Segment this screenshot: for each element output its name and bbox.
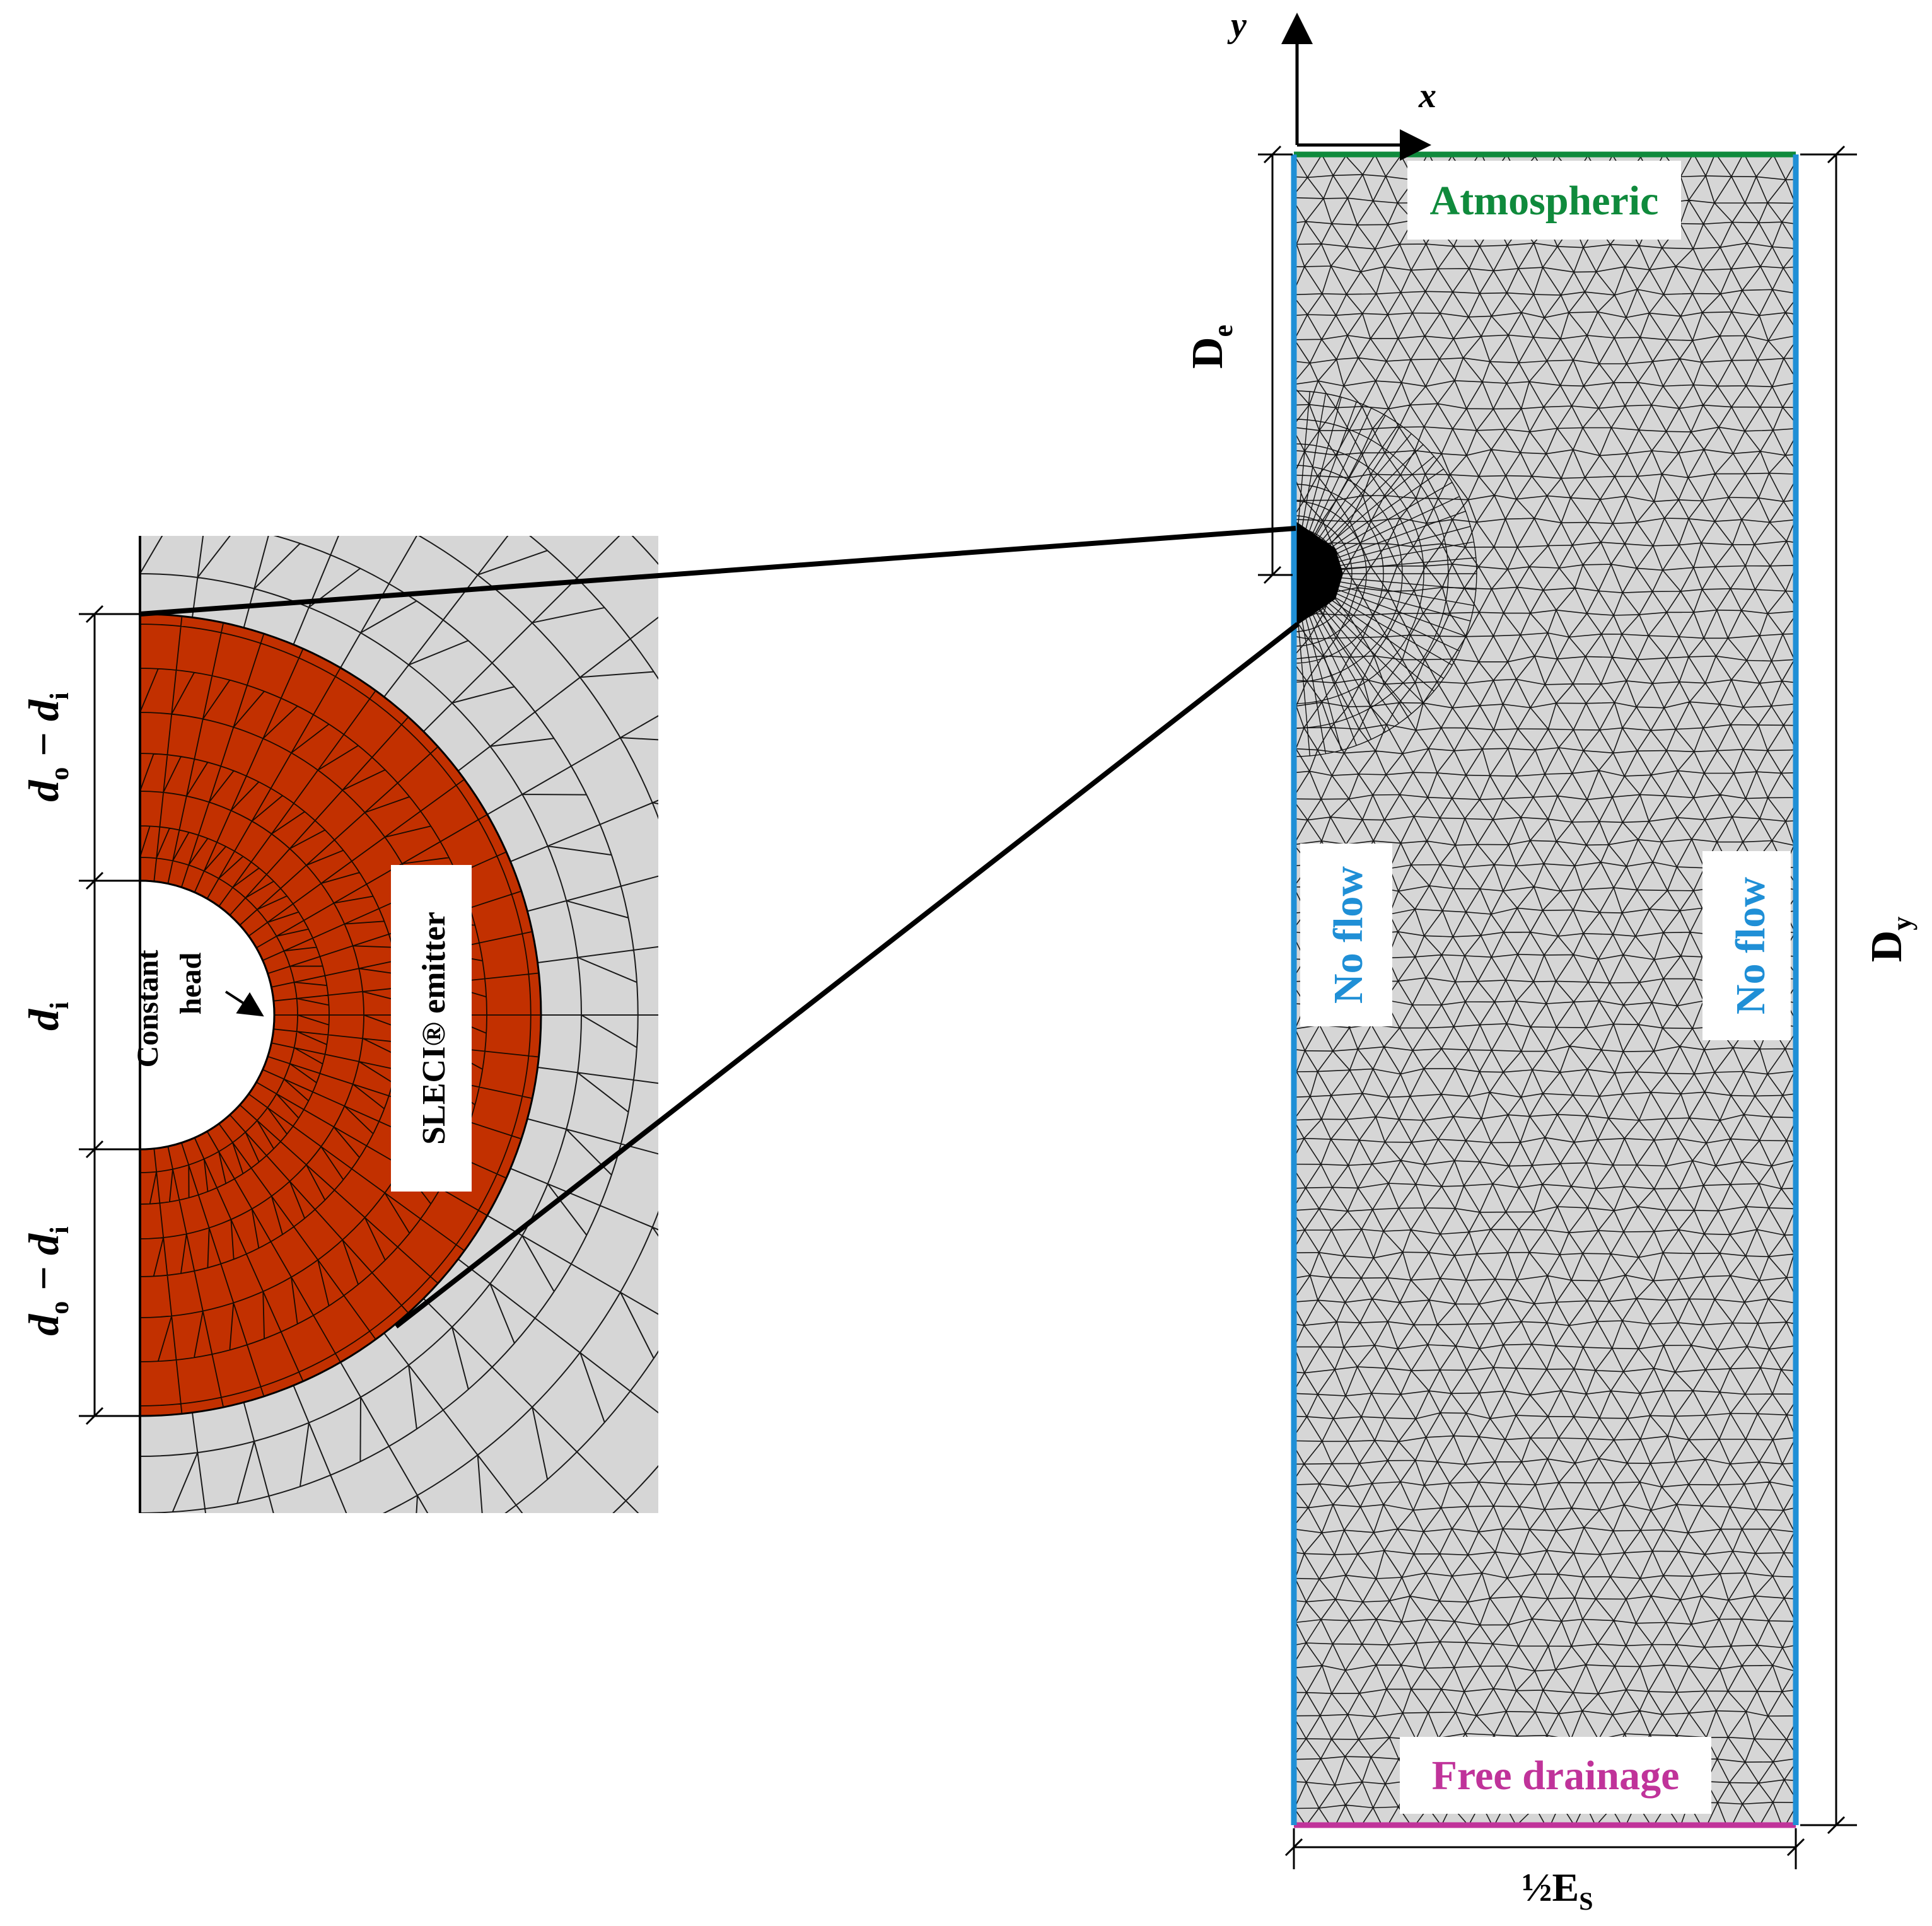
inset-dimension-chain: [79, 605, 140, 1425]
zoom-connector-upper: [139, 526, 1296, 617]
free-drainage-label-box: [1400, 1737, 1711, 1814]
de-dimension: [1258, 145, 1293, 584]
left-no-flow-label: No flow: [1325, 866, 1371, 1004]
emitter-label: SLECI® emitter: [416, 912, 452, 1145]
de-dimension-label: De: [1184, 325, 1238, 369]
dy-dimension: [1800, 145, 1857, 1835]
left-no-flow-label-box: [1300, 844, 1392, 1026]
right-no-flow-label-box: [1702, 851, 1791, 1040]
emitter-label-box: [391, 865, 472, 1192]
dim-upper-label: do − di: [20, 692, 74, 802]
constant-head-label-line1: Constant: [131, 950, 165, 1068]
free-drainage-label: Free drainage: [1432, 1753, 1680, 1799]
emitter-inset: SLECI® emitter Constant head do − di di …: [20, 536, 658, 1513]
emitter-location-marker: [1294, 520, 1343, 627]
inner-bore: [139, 879, 276, 1151]
coordinate-axes: [1281, 13, 1431, 161]
right-no-flow-label: No flow: [1728, 877, 1774, 1014]
constant-head-arrow: [224, 990, 264, 1017]
half-spacing-dimension: [1284, 1828, 1805, 1869]
inset-soil-mesh: [140, 536, 658, 1513]
atmospheric-label: Atmospheric: [1430, 178, 1659, 224]
half-spacing-label: ½ES: [1522, 1865, 1593, 1915]
domain-mesh: [1294, 154, 1796, 1825]
zoom-connector-lower: [394, 622, 1300, 1329]
constant-head-label-line2: head: [174, 952, 207, 1014]
simulation-domain: Atmospheric Free drainage No flow No flo…: [1291, 151, 1799, 1828]
y-axis-label: y: [1227, 6, 1247, 45]
dim-lower-label: do − di: [20, 1226, 74, 1336]
dim-middle-label: di: [20, 1002, 74, 1031]
dy-dimension-label: Dy: [1863, 917, 1917, 963]
x-axis-label: x: [1418, 76, 1436, 115]
atmospheric-label-box: [1407, 161, 1681, 240]
